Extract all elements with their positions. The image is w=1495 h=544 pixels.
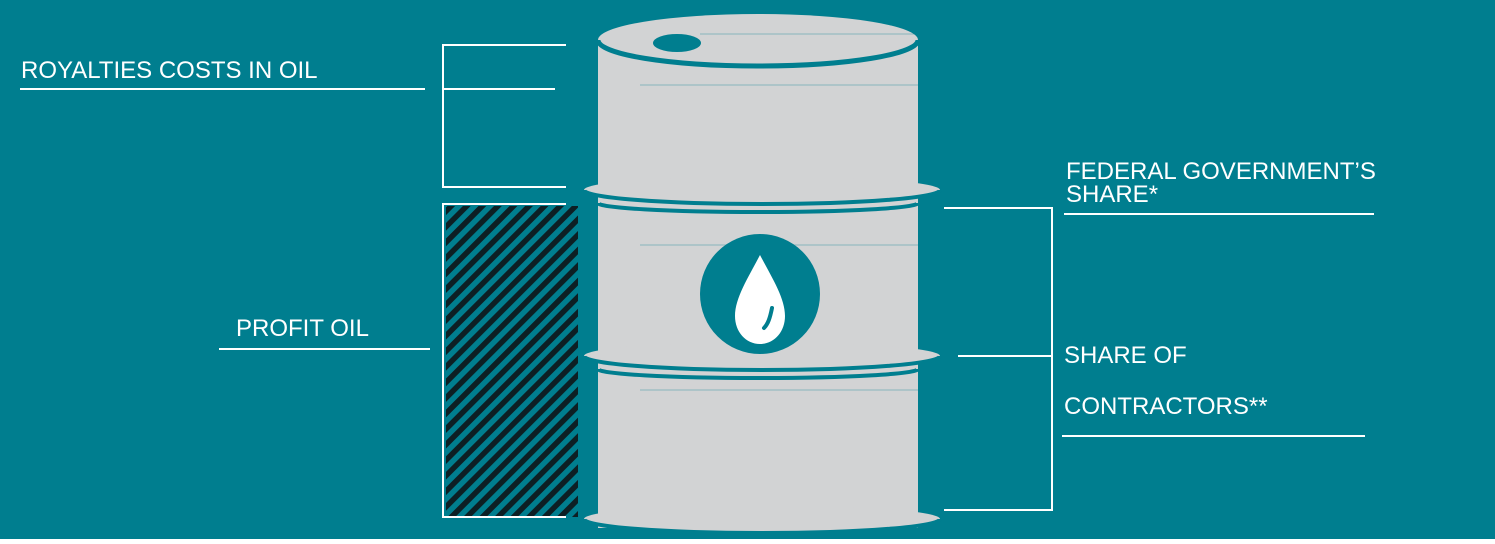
barrel-hoop-middle [582, 342, 942, 380]
barrel [582, 14, 942, 535]
royalties-bracket [442, 44, 566, 188]
contractors-share-label-line1: SHARE OF [1064, 342, 1187, 369]
profit-oil-hatch [446, 206, 578, 517]
shares-bracket [944, 207, 1053, 511]
barrel-top [598, 14, 918, 66]
federal-share-label-line1: FEDERAL GOVERNMENT’S [1066, 158, 1376, 185]
profit-oil-bracket [442, 203, 566, 518]
barrel-hoop-upper [582, 176, 942, 214]
bung-cap-icon [653, 34, 701, 52]
federal-share-label-line2: SHARE* [1066, 181, 1159, 208]
contractors-share-label-line2: CONTRACTORS** [1064, 393, 1268, 420]
oil-drop-icon [700, 234, 820, 354]
profit-oil-label: PROFIT OIL [236, 315, 369, 342]
barrel-bottom [582, 505, 942, 535]
barrel-top-rim [595, 39, 921, 69]
royalties-costs-label: ROYALTIES COSTS IN OIL [21, 57, 318, 84]
